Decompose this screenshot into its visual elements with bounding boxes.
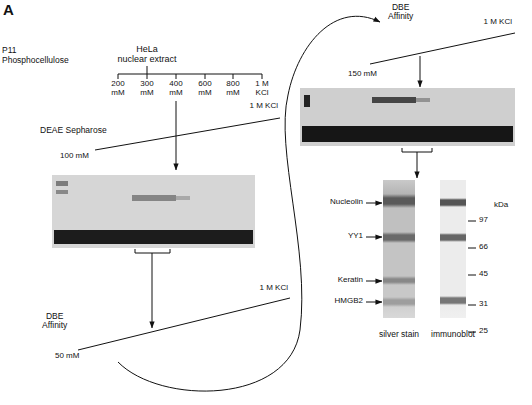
- tick: [262, 74, 263, 79]
- gradient-end: 1 M KCl: [260, 284, 288, 293]
- marker-tick: [468, 248, 476, 249]
- protein-name: HMGB2: [335, 297, 363, 306]
- marker-tick: [468, 305, 476, 306]
- unit-label: kDa: [494, 201, 508, 210]
- lane-caption: silver stain: [379, 330, 419, 339]
- panel-letter: A: [3, 2, 14, 19]
- leader-arrow: [366, 203, 382, 204]
- tick: [118, 74, 119, 79]
- fraction-label: 400 mM: [169, 80, 182, 98]
- column-name: Phosphocellulose: [2, 56, 69, 65]
- source-name: nuclear extract: [117, 55, 176, 65]
- column-name: DBE Affinity: [42, 312, 67, 331]
- lane-caption: immunoblot: [431, 330, 475, 339]
- gradient-line: [95, 118, 280, 150]
- gel-lane: silver stain: [377, 180, 422, 339]
- fraction-label: 200 mM: [111, 80, 124, 98]
- column-name: DEAE Sepharose: [40, 126, 107, 135]
- gradient-end: 1 M KCl: [250, 102, 278, 111]
- gel-image: [300, 88, 515, 146]
- marker-tick: [468, 275, 476, 276]
- leader-arrow: [366, 237, 382, 238]
- size-marker: 31: [479, 300, 488, 309]
- lane-image: [440, 180, 466, 318]
- flow-arrow: [417, 152, 418, 178]
- marker-tick: [468, 221, 476, 222]
- size-marker: 66: [479, 243, 488, 252]
- flow-arrow: [152, 253, 153, 328]
- gel-lane: immunoblot: [429, 180, 477, 339]
- size-marker: 45: [479, 270, 488, 279]
- size-marker: 25: [479, 327, 488, 336]
- gel-image: [52, 175, 255, 248]
- protein-name: Keratin: [338, 276, 363, 285]
- leader-arrow: [366, 302, 382, 303]
- flow-arrow: [420, 56, 421, 87]
- leader-arrow: [366, 281, 382, 282]
- tick: [176, 74, 177, 79]
- pool-bracket: [402, 148, 432, 152]
- fraction-label: 800 mM: [226, 80, 239, 98]
- lane-image: [383, 180, 415, 318]
- fraction-label: 600 mM: [198, 80, 211, 98]
- fraction-label: 300 mM: [140, 80, 153, 98]
- split-line: [118, 74, 262, 75]
- source-name: HeLa: [136, 45, 158, 55]
- pool-bracket: [135, 249, 170, 253]
- gradient-start: 100 mM: [60, 152, 89, 161]
- gradient-line: [370, 33, 515, 64]
- fraction-label: 1 M KCl: [252, 80, 272, 98]
- tick: [205, 74, 206, 79]
- protein-name: Nucleolin: [330, 198, 363, 207]
- gradient-start: 150 mM: [348, 70, 377, 79]
- tick: [233, 74, 234, 79]
- column-name: P11: [2, 46, 17, 55]
- protein-name: YY1: [348, 232, 363, 241]
- split-line: [147, 66, 148, 74]
- size-marker: 97: [479, 216, 488, 225]
- gradient-line: [78, 298, 290, 350]
- column-name: DBE Affinity: [388, 3, 413, 22]
- gradient-start: 50 mM: [55, 352, 79, 361]
- gradient-end: 1 M KCl: [484, 18, 512, 27]
- tick: [147, 74, 148, 79]
